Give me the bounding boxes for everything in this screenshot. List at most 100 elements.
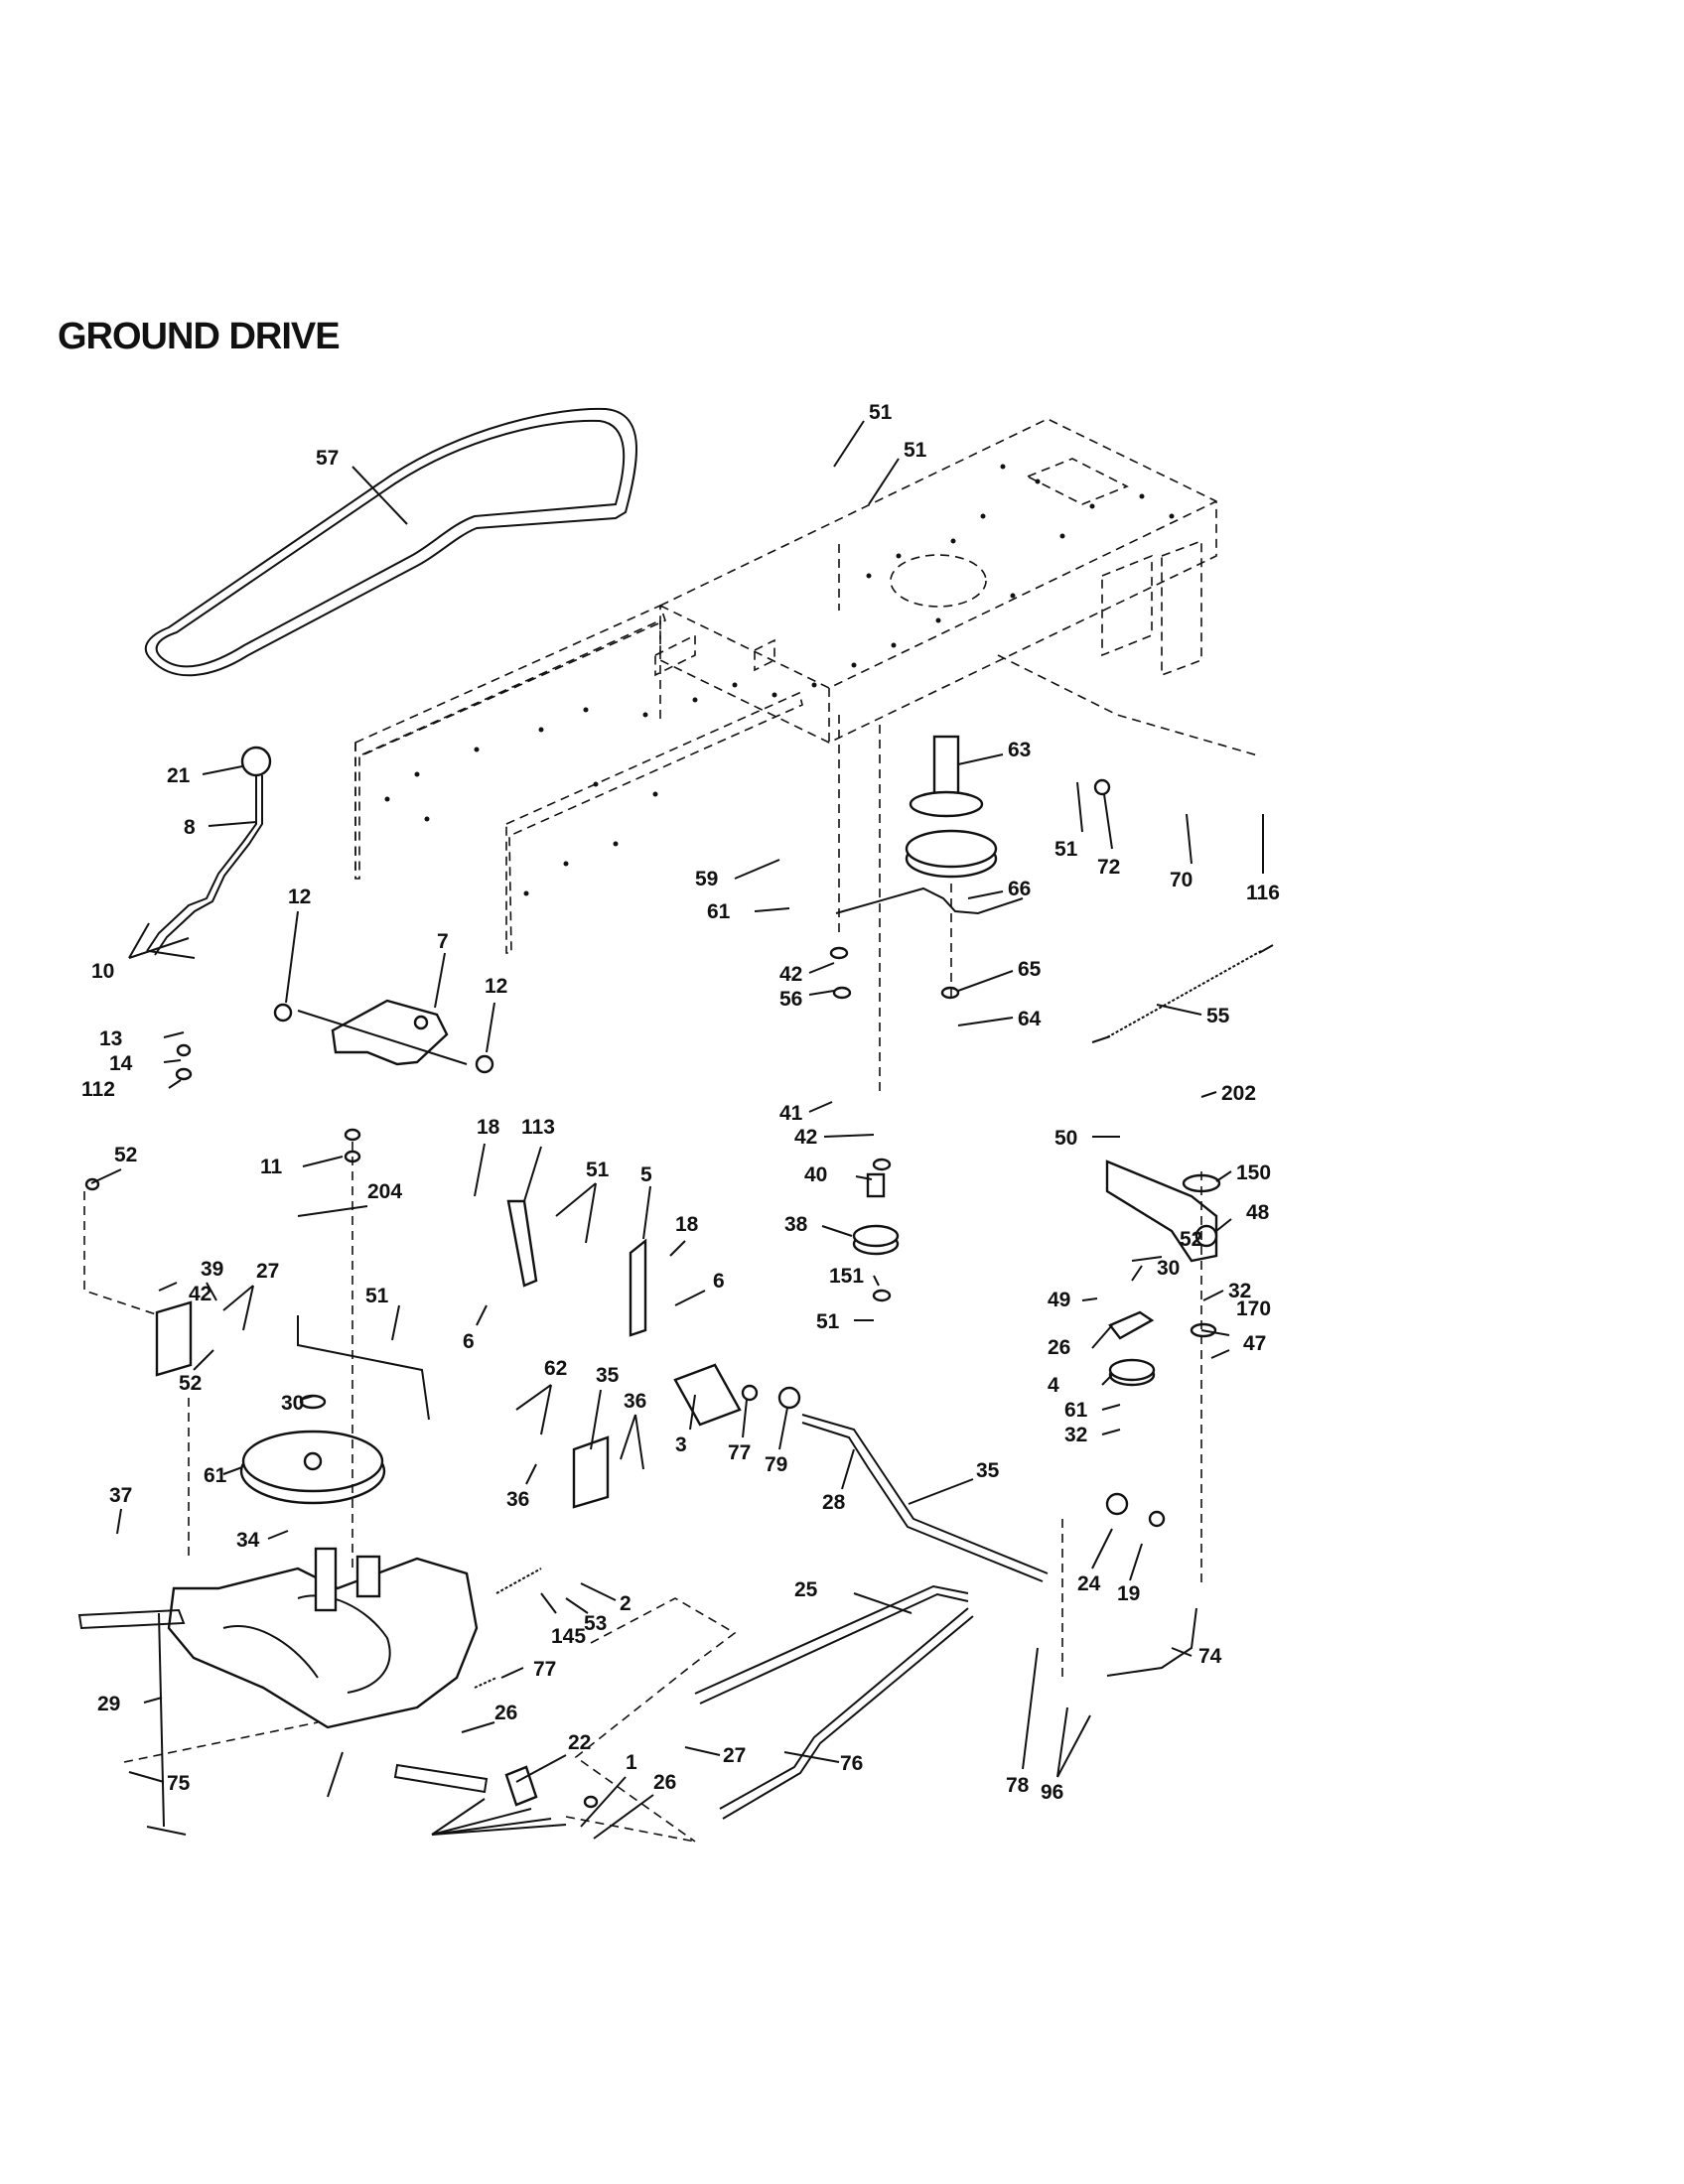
callout-label: 10: [91, 960, 114, 983]
pulley-38: [852, 1172, 900, 1256]
callout-label: 112: [81, 1078, 115, 1101]
callout-label: 66: [1008, 878, 1031, 900]
callout-label: 78: [1006, 1774, 1030, 1797]
callout-label: 74: [1198, 1645, 1222, 1668]
callout-label: 6: [463, 1330, 475, 1353]
transaxle: [77, 1547, 489, 1828]
spring-2: [474, 1677, 497, 1689]
callout-label: 42: [794, 1126, 817, 1149]
callout-label: 52: [114, 1144, 137, 1166]
callout-label: 47: [1243, 1332, 1266, 1355]
callout-label: 26: [1048, 1336, 1070, 1359]
callout-label: 64: [1018, 1008, 1042, 1030]
callout-label: 7: [437, 930, 449, 953]
bushings: [504, 1363, 742, 1807]
rods: [297, 887, 1197, 1820]
spring-55: [1091, 944, 1274, 1043]
callout-label: 18: [675, 1213, 699, 1236]
callout-label: 75: [167, 1772, 191, 1795]
callout-label: 21: [167, 764, 191, 787]
callout-label: 2: [620, 1592, 632, 1615]
callout-label: 56: [779, 988, 802, 1011]
callout-label: 48: [1246, 1201, 1270, 1224]
callout-label: 1: [626, 1751, 637, 1774]
callout-label: 11: [260, 1156, 283, 1178]
callout-label: 30: [281, 1392, 304, 1415]
callout-label: 170: [1236, 1297, 1271, 1320]
callout-label: 55: [1206, 1005, 1230, 1027]
callout-label: 3: [675, 1433, 687, 1456]
callout-label: 41: [779, 1102, 803, 1125]
callout-label: 40: [804, 1163, 827, 1186]
callout-label: 25: [794, 1578, 818, 1601]
callout-label: 26: [494, 1702, 517, 1724]
callout-label: 27: [256, 1260, 279, 1283]
callout-label: 52: [179, 1372, 202, 1395]
drive-belt: [144, 407, 638, 677]
assembly-lines: [83, 544, 1262, 1843]
callout-label: 32: [1064, 1424, 1087, 1446]
callout-label: 63: [1008, 739, 1031, 761]
callout-label: 145: [551, 1625, 586, 1648]
callout-label: 51: [904, 439, 927, 462]
callouts: 51 51 57 63 21 8 51 72 70 116 59 66 10 1…: [81, 401, 1280, 1840]
callout-label: 52: [1180, 1228, 1202, 1251]
callout-label: 51: [586, 1159, 610, 1181]
callout-label: 61: [707, 900, 731, 923]
callout-label: 202: [1221, 1082, 1256, 1105]
callout-label: 14: [109, 1052, 133, 1075]
callout-label: 49: [1048, 1289, 1070, 1311]
callout-label: 65: [1018, 958, 1042, 981]
callout-label: 4: [1048, 1374, 1059, 1397]
callout-label: 6: [713, 1270, 725, 1293]
small-parts: [84, 778, 1221, 1809]
callout-label: 12: [288, 886, 311, 908]
page-title: GROUND DRIVE: [58, 316, 341, 357]
callout-label: 12: [485, 975, 507, 998]
callout-label: 18: [477, 1116, 500, 1139]
callout-label: 51: [365, 1285, 389, 1307]
callout-label: 51: [816, 1310, 840, 1333]
callout-label: 150: [1236, 1161, 1271, 1184]
callout-label: 76: [840, 1752, 863, 1775]
shift-lever: [146, 746, 272, 959]
chassis-frame: [354, 418, 1217, 954]
callout-label: 34: [236, 1529, 260, 1552]
callout-label: 70: [1170, 869, 1193, 891]
callout-label: 8: [184, 816, 196, 839]
callout-label: 204: [367, 1180, 402, 1203]
callout-label: 22: [568, 1731, 591, 1754]
callout-label: 62: [544, 1357, 567, 1380]
callout-label: 77: [533, 1658, 556, 1681]
callout-label: 24: [1077, 1572, 1101, 1595]
callout-label: 39: [201, 1258, 223, 1281]
callout-label: 37: [109, 1484, 132, 1507]
callout-label: 77: [728, 1441, 751, 1464]
callout-label: 61: [1064, 1399, 1088, 1422]
callout-label: 51: [869, 401, 893, 424]
callout-label: 27: [723, 1744, 746, 1767]
pulley-63: [905, 735, 998, 879]
idler-47: [1108, 1358, 1156, 1387]
callout-label: 32: [1228, 1280, 1251, 1302]
callout-label: 13: [99, 1027, 122, 1050]
callout-label: 51: [1054, 838, 1078, 861]
bracket-7: [297, 999, 468, 1066]
frame-holes: [384, 464, 1175, 896]
callout-label: 28: [822, 1491, 846, 1514]
callout-label: 59: [695, 868, 718, 890]
callout-label: 36: [624, 1390, 646, 1413]
callout-label: 53: [584, 1612, 607, 1635]
callout-label: 151: [829, 1265, 864, 1288]
callout-label: 35: [596, 1364, 620, 1387]
callout-label: 19: [1117, 1582, 1140, 1605]
callout-label: 116: [1246, 882, 1280, 904]
callout-label: 38: [784, 1213, 808, 1236]
callout-label: 35: [976, 1459, 1000, 1482]
callout-label: 42: [779, 963, 802, 986]
callout-label: 57: [316, 447, 339, 470]
spring-25: [495, 1568, 542, 1594]
callout-label: 61: [204, 1464, 227, 1487]
callout-label: 113: [521, 1116, 555, 1139]
